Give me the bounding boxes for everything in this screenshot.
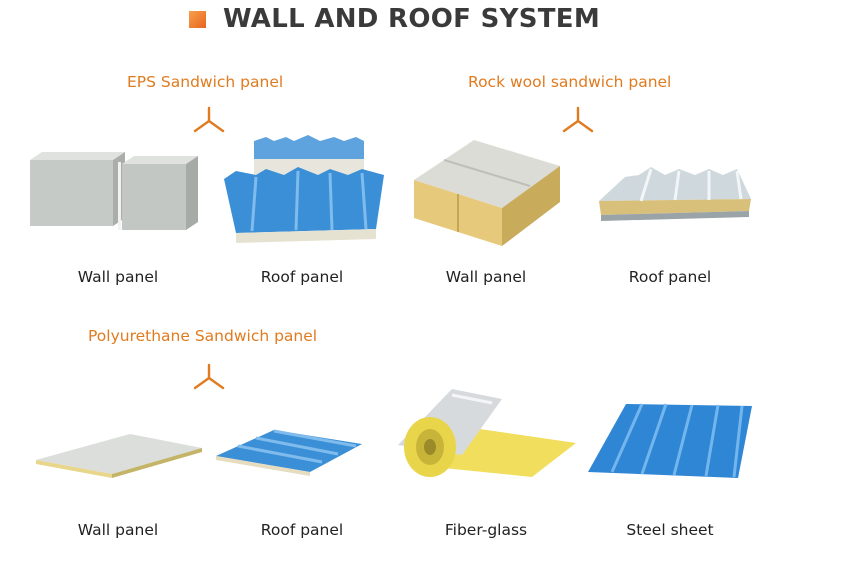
page-header: WALL AND ROOF SYSTEM (189, 4, 600, 34)
pu-wall-panel-image (30, 430, 205, 484)
product-caption: Roof panel (260, 521, 344, 539)
product-caption: Roof panel (628, 268, 712, 286)
product-caption: Wall panel (77, 268, 159, 286)
product-caption: Roof panel (260, 268, 344, 286)
page-title: WALL AND ROOF SYSTEM (223, 4, 601, 34)
product-caption: Fiber-glass (444, 521, 528, 539)
branch-connector-icon (192, 363, 226, 391)
product-caption: Wall panel (445, 268, 527, 286)
product-caption: Steel sheet (626, 521, 714, 539)
branch-connector-icon (192, 106, 226, 134)
product-caption: Wall panel (77, 521, 159, 539)
steel-sheet-image (586, 398, 756, 484)
orange-square-icon (189, 10, 206, 28)
rockwool-wall-panel-image (412, 138, 562, 252)
section-label-polyurethane: Polyurethane Sandwich panel (88, 327, 318, 345)
eps-roof-panel-image (216, 133, 391, 252)
rockwool-roof-panel-image (595, 165, 755, 229)
pu-roof-panel-image (214, 422, 364, 481)
eps-wall-panel-image (30, 152, 205, 236)
fiberglass-roll-image (392, 385, 582, 484)
section-label-rockwool: Rock wool sandwich panel (468, 73, 672, 91)
branch-connector-icon (561, 106, 595, 134)
section-label-eps: EPS Sandwich panel (127, 73, 284, 91)
